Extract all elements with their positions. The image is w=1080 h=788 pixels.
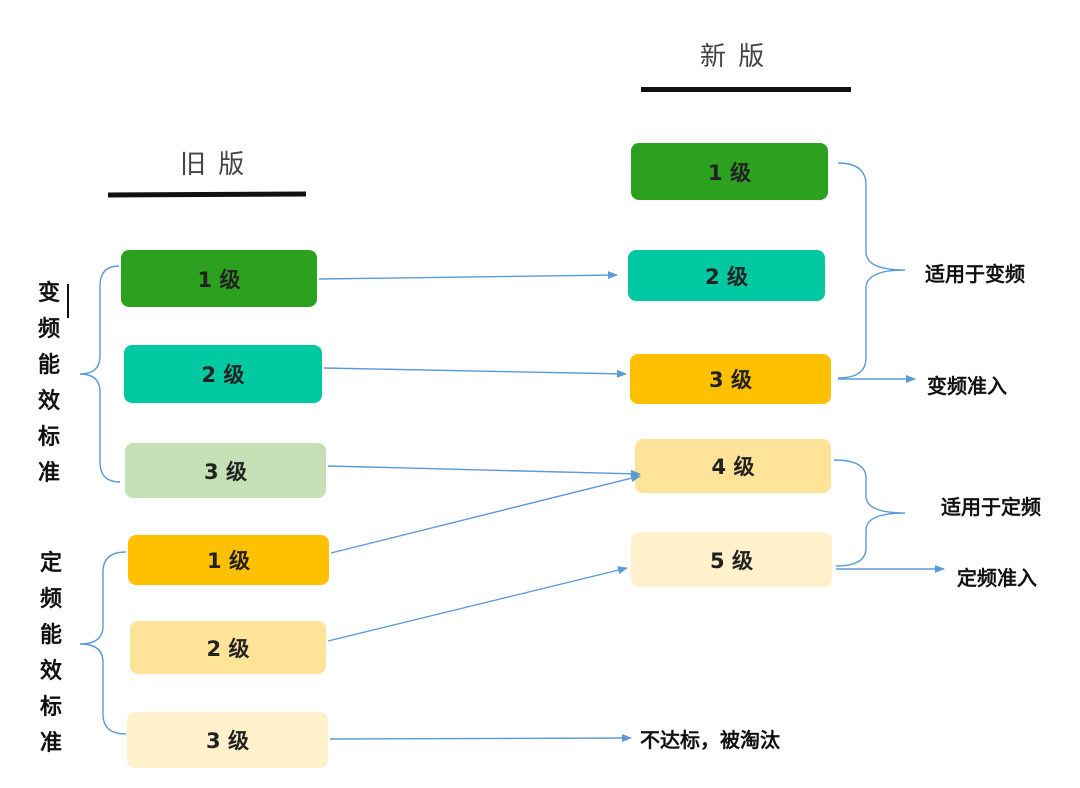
new-grade-3: 3 级 (630, 354, 831, 404)
old-inverter-grade-2: 2 级 (124, 345, 322, 403)
fixed-brace (79, 551, 127, 735)
old-version-heading: 旧 版 (180, 150, 247, 180)
fixed-standard-label: 定频能效标准 (39, 551, 62, 756)
old-fixed-grade-2: 2 级 (130, 621, 326, 674)
arrow-fixed3-eliminated (329, 734, 632, 743)
arrow-old2-new3 (323, 367, 627, 378)
new-grade-2: 2 级 (628, 250, 825, 301)
new-version-underline (641, 87, 851, 92)
inverter-label-bar (67, 284, 69, 318)
new-grade-4: 4 级 (635, 439, 831, 493)
new-fixed-brace (833, 459, 906, 567)
arrow-old3-new4 (327, 465, 641, 478)
old-fixed-grade-1: 1 级 (128, 535, 329, 585)
old-inverter-grade-1: 1 级 (121, 250, 317, 307)
new-grade-5: 5 级 (631, 532, 832, 587)
inverter-brace (79, 265, 121, 483)
new-grade-1: 1 级 (631, 143, 828, 200)
fixed-applies-note: 适用于定频 (941, 495, 1041, 519)
arrow-fixed2-new5 (327, 566, 628, 642)
inverter-standard-label: 变频能效标准 (37, 281, 60, 486)
old-inverter-grade-3: 3 级 (125, 443, 326, 498)
arrow-old1-new2 (318, 271, 618, 280)
arrow-fixed1-new4 (330, 474, 641, 554)
old-fixed-grade-3: 3 级 (127, 712, 328, 768)
inverter-entry-note: 变频准入 (927, 374, 1007, 398)
eliminated-note: 不达标，被淘汰 (640, 728, 780, 752)
inverter-applies-note: 适用于变频 (925, 262, 1025, 286)
fixed-entry-note: 定频准入 (957, 566, 1037, 590)
new-version-heading: 新 版 (700, 42, 767, 72)
new-inverter-brace (837, 162, 906, 379)
